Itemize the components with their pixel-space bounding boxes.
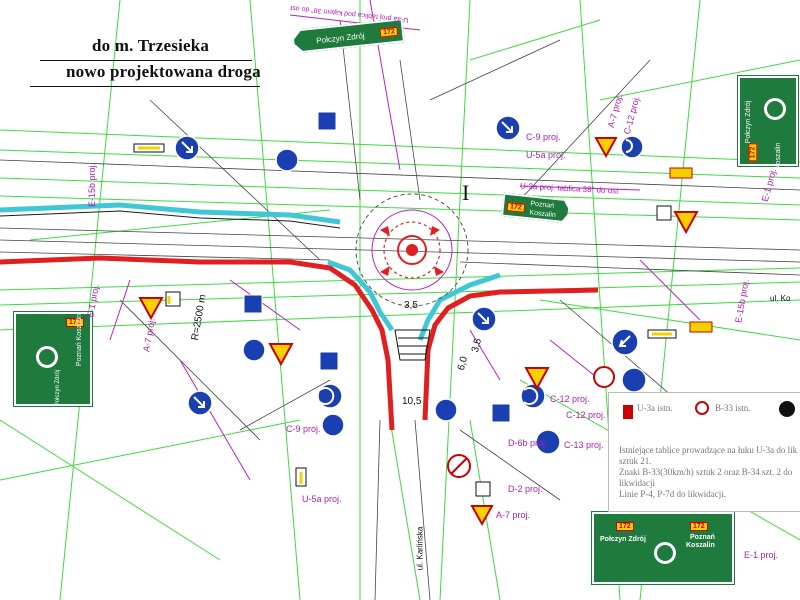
sign-label: C-9 proj.: [526, 132, 561, 142]
square-signs: [243, 111, 511, 423]
sign-d6-icon: [491, 403, 511, 423]
sign-b-icon: [593, 366, 615, 388]
road-cyan-edge: [0, 202, 501, 341]
sign-d6b-icon: [317, 111, 337, 131]
sign-label: E-1 proj.: [744, 550, 779, 560]
sign-label: C-12 proj.: [550, 394, 590, 404]
legend-b33-icon: [695, 401, 709, 415]
roundabout-symbol-icon: [36, 346, 58, 368]
sign-label: C-13 proj.: [564, 440, 604, 450]
legend-text: Istniejące tablice prowadzące na łuku U-…: [619, 445, 798, 455]
sign-d6b-icon: [319, 351, 339, 371]
destination-label: Połczyn Zdrój: [600, 536, 646, 543]
width-label: 3,5: [404, 300, 418, 311]
roundabout-guide-board-right: 172 Połczyn Zdrój Koszalin: [738, 76, 798, 169]
sign-c12-icon: [434, 398, 458, 422]
curve-radius-label: R=2500 m: [189, 293, 209, 342]
roundabout-symbol-icon: [654, 542, 676, 564]
legend-text: Linie P-4, P-7d do likwidacji.: [619, 489, 726, 499]
sign-a7-icon: [673, 211, 699, 235]
legend-text: sztuk 21.: [619, 456, 652, 466]
destination-label: Poznań: [690, 534, 715, 541]
warning-signs: [138, 137, 699, 527]
title-underline: [40, 60, 252, 61]
sign-label: U-5a proj.: [302, 494, 342, 504]
section-marker: I: [462, 180, 470, 205]
destination-label: Koszalin: [686, 542, 715, 549]
sign-d6b-icon: [243, 294, 263, 314]
sign-a7-icon: [470, 505, 494, 527]
sign-a7-icon: [138, 297, 164, 321]
legend-label: B-33 istn.: [715, 403, 751, 413]
sign-label: D-2 proj.: [508, 484, 543, 494]
sign-label: A-7 proj.: [496, 510, 531, 520]
sign-a7-icon: [268, 343, 294, 367]
sign-arrows: [181, 121, 633, 408]
sign-label: C-12 proj.: [566, 410, 606, 420]
sign-c12-icon: [520, 383, 546, 409]
roundabout-guide-board-bottom: 172 172 Połczyn Zdrój Poznań Koszalin: [592, 512, 734, 584]
sign-a7-icon: [594, 137, 618, 159]
title-underline: [30, 86, 260, 87]
road-number-badge: 172: [690, 522, 708, 531]
sign-c13-icon: [321, 413, 345, 437]
road-number-badge: 172: [66, 318, 84, 327]
roundabout: [355, 193, 469, 307]
splitter-island: [394, 329, 431, 361]
street-label: ul. Ko: [770, 294, 791, 303]
property-lines: [0, 19, 800, 600]
width-label: 3,5: [469, 337, 485, 354]
sign-label: D-6b proj.: [508, 438, 548, 448]
route-tags: [669, 167, 713, 333]
legend-box: U-3a istn. B-33 istn. Istniejące tablice…: [608, 392, 800, 512]
sign-c13-icon: [275, 148, 299, 172]
roundabout-guide-board-left: 172 Poznań Koszalin Połczyn Zdrój: [14, 312, 92, 406]
sign-c13-icon: [535, 429, 561, 455]
sign-c12-icon: [242, 338, 266, 362]
road-red-edge: [0, 255, 599, 431]
chevron-stripes: [138, 146, 672, 484]
legend-text: Znaki B-33(30km/h) sztuk 2 oraz B-34 szt…: [619, 467, 793, 477]
sign-label: U-5a proj.: [526, 150, 566, 160]
sign-c12-icon: [317, 383, 343, 409]
legend-u3a-icon: [623, 405, 633, 419]
width-label: 10,5: [402, 396, 422, 407]
sign-a7-icon: [524, 367, 550, 391]
map-title-line2: nowo projektowana droga: [66, 62, 261, 81]
legend-b34-icon: [779, 401, 795, 417]
legend-label: U-3a istn.: [637, 403, 673, 413]
road-number-badge: 172: [616, 522, 634, 531]
sign-label: C-9 proj.: [286, 424, 321, 434]
legend-text: likwidacji: [619, 478, 655, 488]
roundabout-symbol-icon: [764, 98, 786, 120]
map-title-line1: do m. Trzesieka: [92, 36, 210, 55]
width-label: 6,0: [455, 355, 471, 372]
